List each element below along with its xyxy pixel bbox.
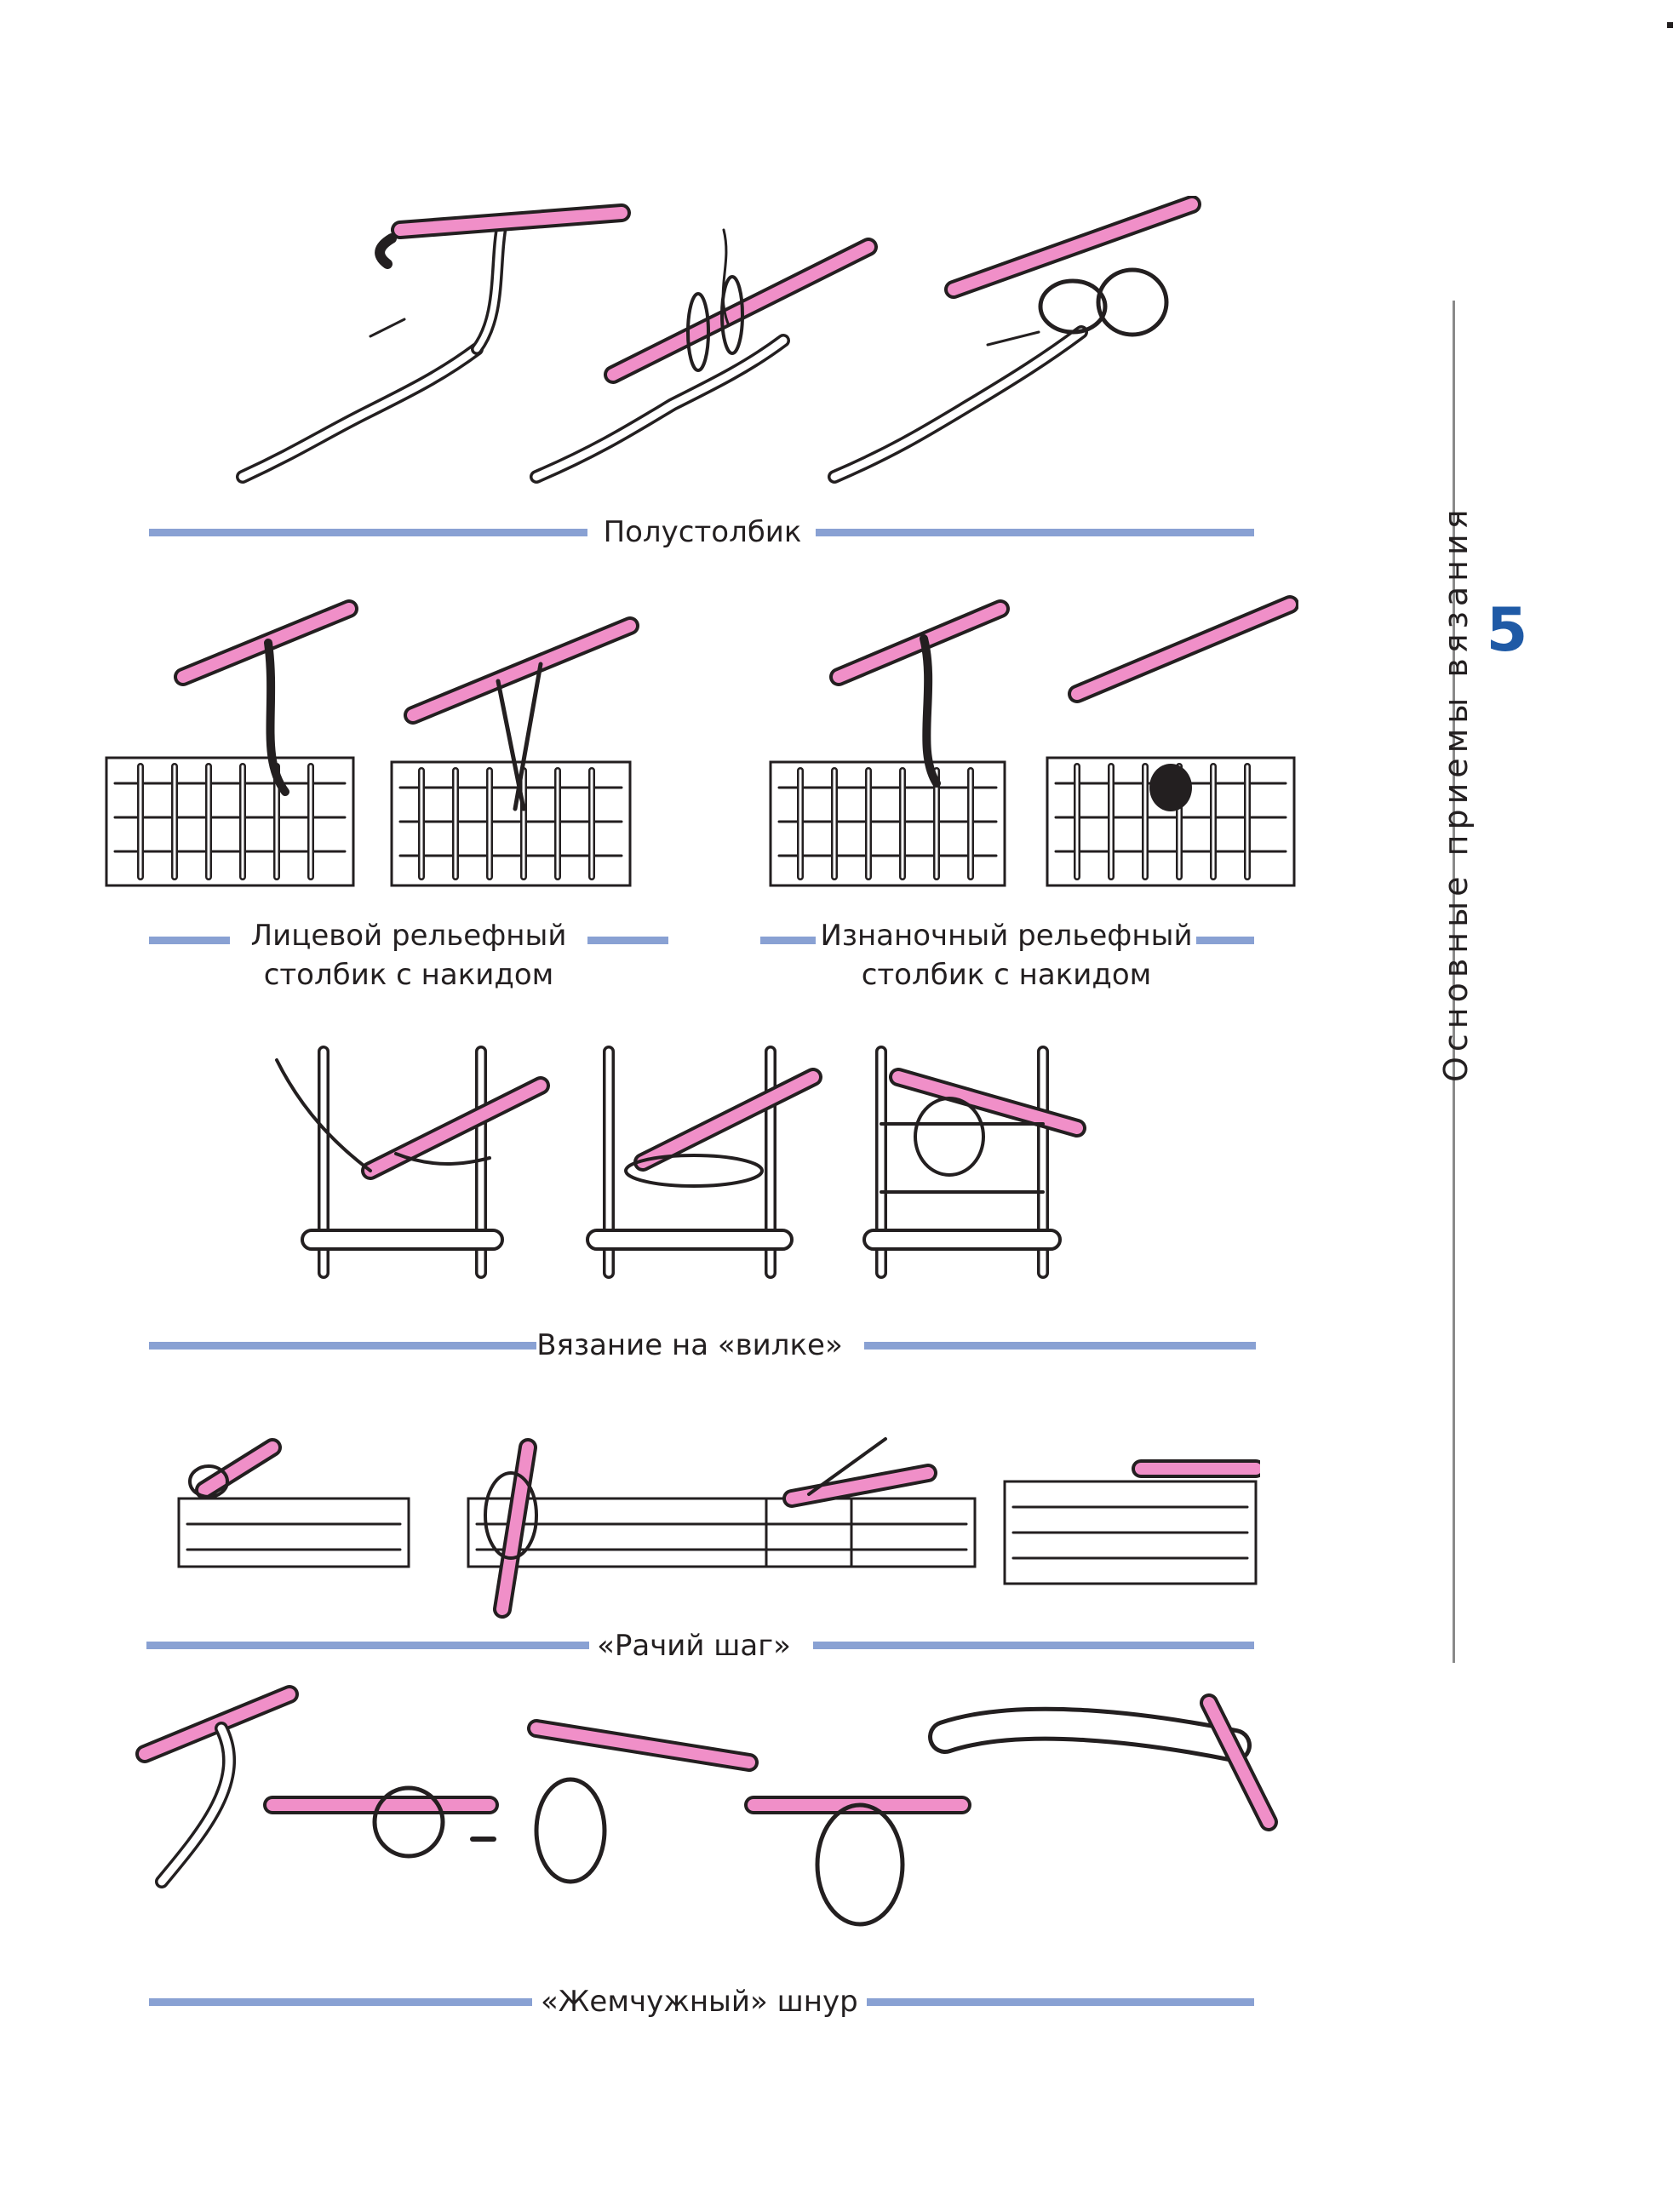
crab-stitch-step-1 [177,1438,410,1568]
chapter-number: 5 [1486,595,1528,665]
pearl-cord-step-4 [744,1796,971,1927]
half-double-step-3 [828,196,1201,484]
pearl-cord-rule-left [149,1998,532,2006]
corner-mark [1667,22,1673,28]
crab-stitch-step-2 [467,1438,853,1619]
crab-stitch-rule-left [146,1642,589,1649]
back-post-rule-left [760,937,816,944]
hairpin-rule-right [864,1342,1256,1350]
front-post-rule-left [149,937,230,944]
pearl-cord-caption: «Жемчужный» шнур [541,1985,858,2019]
back-post-swatch-1 [769,599,1010,887]
crab-stitch-caption: «Рачий шаг» [597,1629,791,1663]
pearl-cord-step-1 [135,1685,299,1888]
crab-stitch-illustrations [177,1437,1260,1619]
hairpin-step-3 [862,1046,1086,1279]
back-post-caption-line1: Изнаночный рельефный [820,919,1193,953]
pearl-cord-step-5 [928,1693,1278,1831]
crab-stitch-step-4 [1003,1459,1260,1585]
chapter-title: Основные приемы вязания [1437,504,1475,1082]
half-double-step-2 [530,228,878,484]
crab-stitch-step-3 [765,1437,977,1568]
half-double-caption: Полустолбик [603,515,802,549]
half-double-step-1 [236,203,631,484]
hairpin-illustrations [275,1046,1086,1279]
hairpin-rule-left [149,1342,536,1350]
pearl-cord-step-3 [527,1719,759,1884]
pearl-cord-rule-right [867,1998,1254,2006]
crab-stitch-rule-right [813,1642,1254,1649]
front-post-swatch-2 [390,616,639,887]
back-post-caption-line2: столбик с накидом [861,958,1152,992]
front-post-rule-right [587,937,668,944]
hairpin-caption: Вязание на «вилке» [536,1328,843,1362]
front-post-caption-line2: столбик с накидом [263,958,554,992]
back-post-rule-right [1196,937,1254,944]
sidebar-divider [1453,301,1455,1663]
post-stitch-illustrations [105,595,1298,887]
front-post-caption-line1: Лицевой рельефный [250,919,567,953]
half-double-illustrations [236,196,1201,484]
pearl-cord-illustrations [135,1685,1278,1927]
front-post-swatch-1 [105,599,358,887]
pearl-cord-step-2 [263,1785,499,1859]
back-post-swatch-2 [1046,595,1298,887]
hairpin-step-2 [586,1046,822,1279]
hairpin-step-1 [275,1046,550,1279]
half-double-rule-left [149,529,587,536]
half-double-rule-right [816,529,1254,536]
